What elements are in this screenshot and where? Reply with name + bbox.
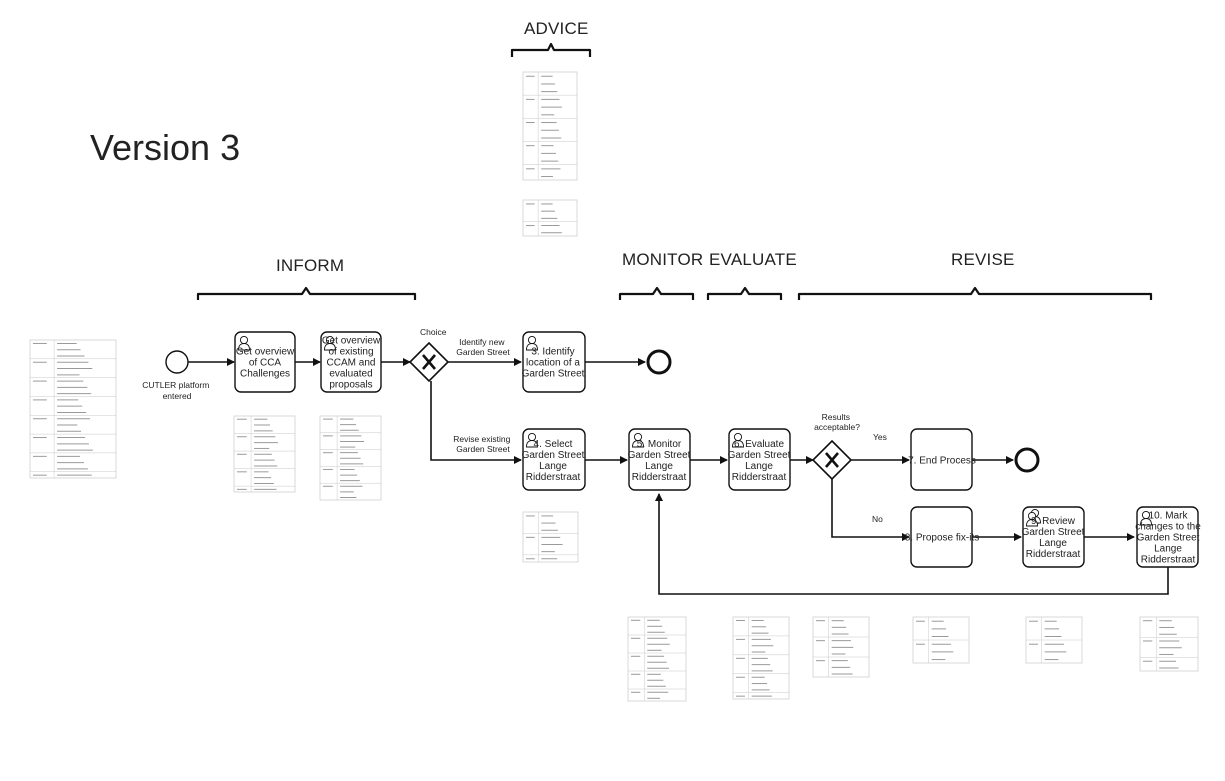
doc-thumbnail-ccam (319, 415, 382, 501)
inform-bracket (196, 286, 417, 300)
phase-advice-label: ADVICE (524, 19, 589, 38)
phase-monitor-label: MONITOR (622, 250, 703, 269)
phase-inform-label: INFORM (276, 256, 344, 275)
doc-thumbnail-cca (233, 415, 296, 493)
doc-thumbnail-left (29, 339, 117, 479)
phase-evaluate-label: EVALUATE (709, 250, 797, 269)
end-event-identify[interactable] (646, 349, 672, 375)
doc-thumbnail-fix-its (912, 616, 970, 664)
doc-thumbnail-results (812, 616, 870, 678)
flow-results-to-t8 (831, 479, 910, 541)
flow-label-no: No (872, 514, 883, 524)
doc-thumbnail-advice-2 (522, 199, 578, 237)
monitor-bracket (618, 286, 695, 300)
results-gateway-label: Results acceptable? (814, 412, 860, 432)
end-event-process[interactable] (1014, 447, 1040, 473)
flow-label-yes: Yes (873, 432, 887, 442)
choice-gateway-label: Choice (420, 327, 447, 337)
task-label: 8. Propose fix-its (905, 533, 979, 544)
flow-label-revise-existing: Revise existing Garden Street (453, 434, 513, 454)
flow-choice-to-t4 (430, 381, 522, 464)
page-title: Version 3 (90, 127, 240, 168)
start-event[interactable] (165, 350, 189, 374)
doc-thumbnail-review (1025, 616, 1083, 664)
flow-t10-loop-to-t5 (655, 493, 1169, 595)
doc-thumbnail-select (522, 511, 579, 563)
doc-thumbnail-evaluate (732, 616, 790, 700)
phase-revise-label: REVISE (951, 250, 1015, 269)
start-event-label: CUTLER platform entered (142, 380, 211, 401)
revise-bracket (797, 286, 1153, 300)
results-gateway[interactable] (811, 439, 853, 481)
choice-gateway[interactable] (408, 341, 450, 383)
advice-bracket (510, 42, 592, 57)
doc-thumbnail-monitor (627, 616, 687, 702)
task-label: 7. End Process (908, 456, 976, 467)
flow-label-identify-new: Identify new Garden Street (456, 337, 510, 357)
doc-thumbnail-mark (1139, 616, 1199, 672)
doc-thumbnail-advice (522, 71, 578, 181)
evaluate-bracket (706, 286, 783, 300)
task-propose-fix-its[interactable]: 8. Propose fix-its (905, 506, 979, 568)
task-end-process[interactable]: 7. End Process (908, 428, 976, 491)
